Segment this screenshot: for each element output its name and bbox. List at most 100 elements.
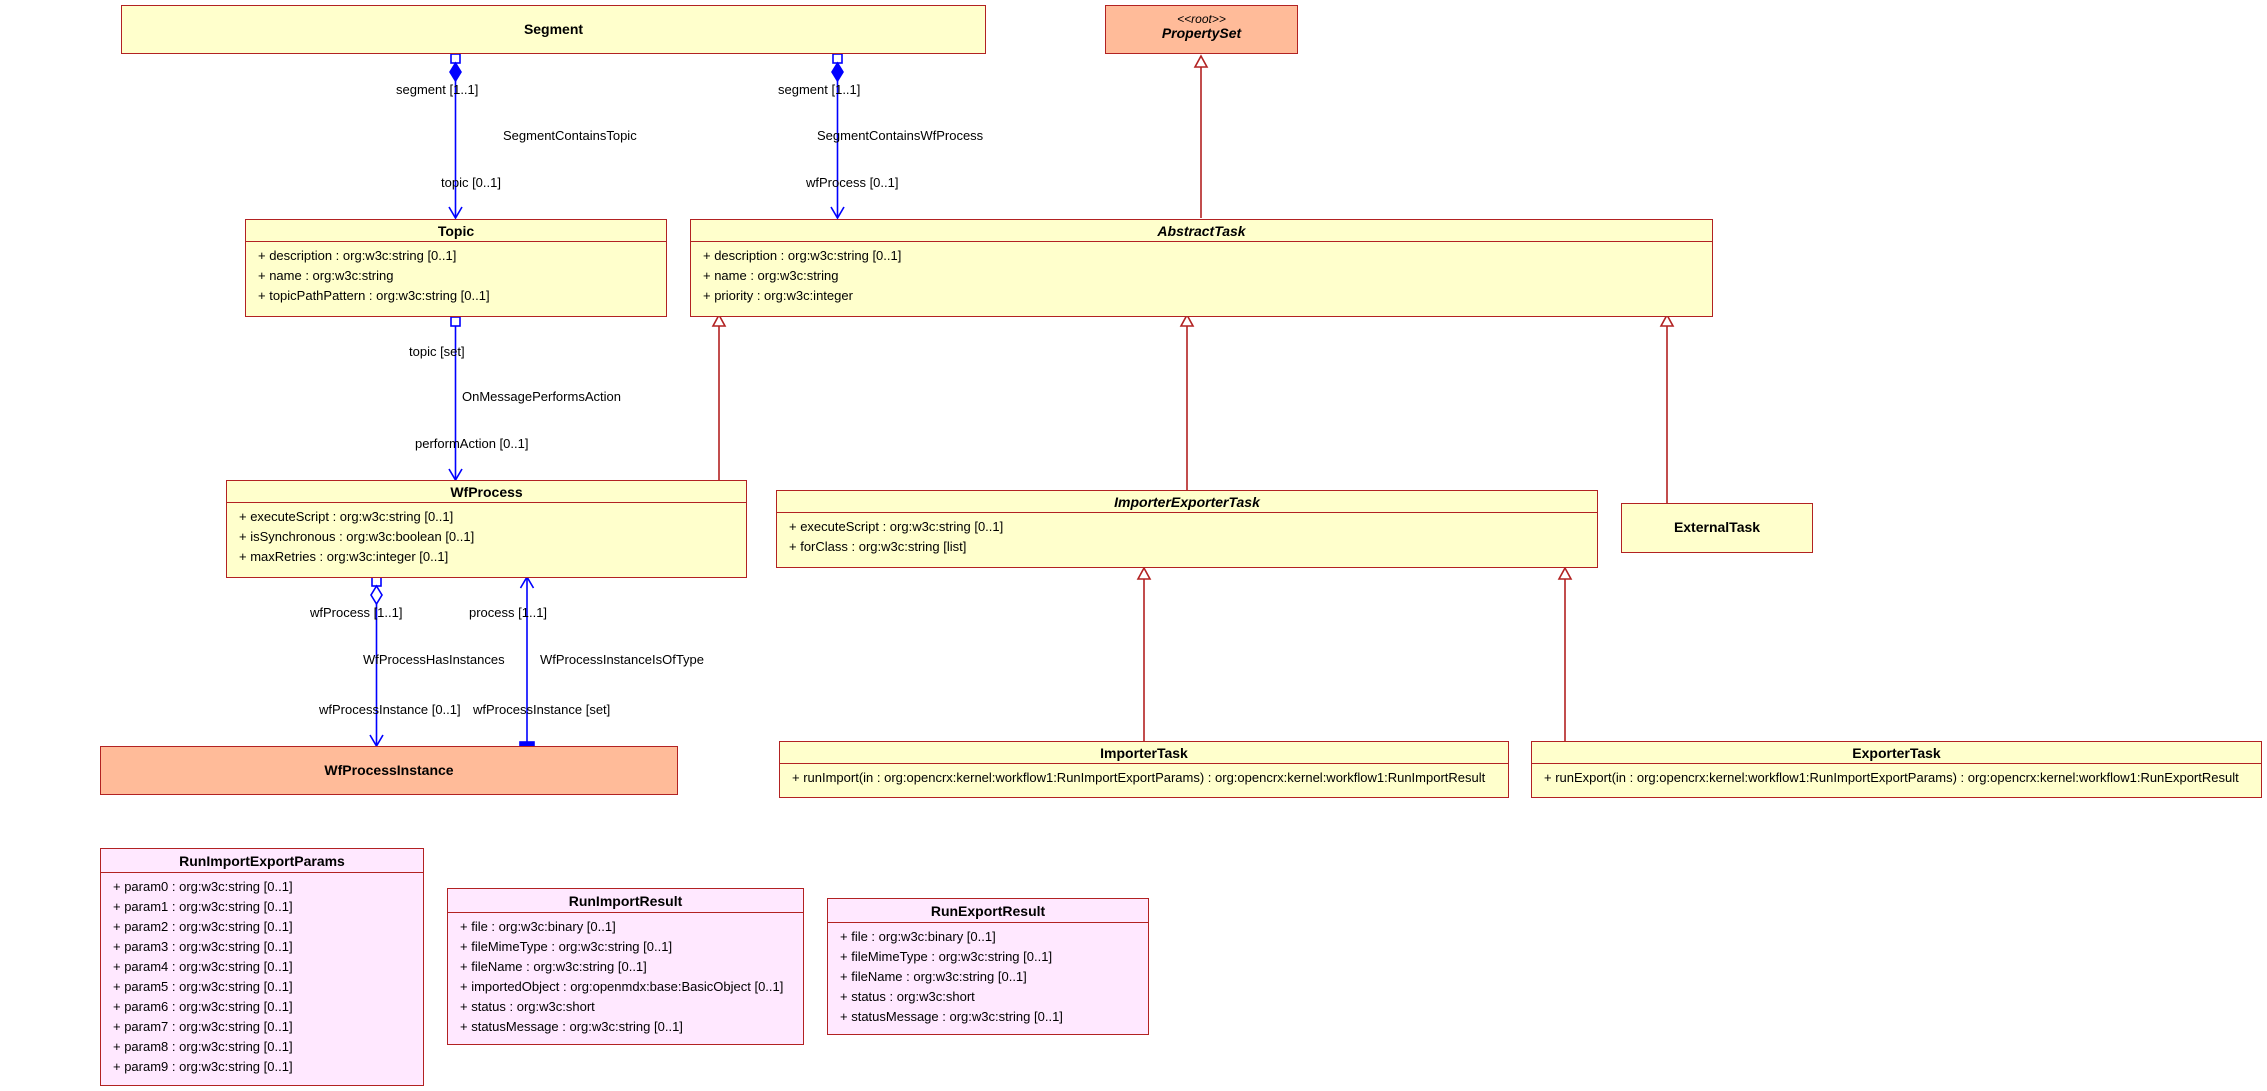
class-property-set[interactable]: <<root>> PropertySet [1105,5,1298,54]
role-label: topic [0..1] [441,175,501,190]
attribute: + fileMimeType : org:w3c:string [0..1] [840,949,1053,964]
class-name: RunExportResult [828,899,1148,923]
role-label: segment [1..1] [396,82,479,97]
attribute: + param9 : org:w3c:string [0..1] [113,1059,293,1074]
composition-diamond [449,61,462,83]
stereotype-label: <<root>> [1177,12,1226,26]
association-arrowhead [448,206,463,220]
class-name: RunImportResult [448,889,803,913]
attribute: + statusMessage : org:w3c:string [0..1] [840,1009,1063,1024]
class-name: ExternalTask [1673,519,1761,535]
attribute: + executeScript : org:w3c:string [0..1] [789,519,1004,534]
attribute-list: + executeScript : org:w3c:string [0..1] … [777,513,1597,561]
role-label: wfProcess [1..1] [310,605,403,620]
attribute: + param4 : org:w3c:string [0..1] [113,959,293,974]
generalization-arrowhead [1136,566,1152,580]
operation: + runImport(in : org:opencrx:kernel:work… [792,770,1486,785]
attribute: + name : org:w3c:string [258,268,394,283]
attribute-list: + file : org:w3c:binary [0..1] + fileMim… [828,923,1148,1031]
class-exporter-task[interactable]: ExporterTask + runExport(in : org:opencr… [1531,741,2262,798]
operation-list: + runExport(in : org:opencrx:kernel:work… [1532,764,2261,792]
attribute: + param7 : org:w3c:string [0..1] [113,1019,293,1034]
attribute: + file : org:w3c:binary [0..1] [840,929,996,944]
class-name: WfProcessInstance [324,762,454,778]
class-name: PropertySet [1161,25,1242,41]
association-name-label: WfProcessInstanceIsOfType [540,652,705,667]
attribute: + forClass : org:w3c:string [list] [789,539,967,554]
class-importer-exporter-task[interactable]: ImporterExporterTask + executeScript : o… [776,490,1598,568]
class-topic[interactable]: Topic + description : org:w3c:string [0.… [245,219,667,317]
attribute: + fileName : org:w3c:string [0..1] [460,959,647,974]
aggregation-diamond [370,584,383,606]
class-abstract-task[interactable]: AbstractTask + description : org:w3c:str… [690,219,1713,317]
role-label: process [1..1] [469,605,548,620]
association-arrowhead [830,206,845,220]
class-name: ExporterTask [1532,742,2261,764]
class-name: Topic [246,220,666,242]
attribute-list: + file : org:w3c:binary [0..1] + fileMim… [448,913,803,1041]
attribute-list: + executeScript : org:w3c:string [0..1] … [227,503,746,571]
class-run-export-result[interactable]: RunExportResult + file : org:w3c:binary … [827,898,1149,1035]
class-wf-process-instance[interactable]: WfProcessInstance [100,746,678,795]
attribute-list: + param0 : org:w3c:string [0..1] + param… [101,873,423,1081]
role-label: performAction [0..1] [415,436,529,451]
class-name: ImporterExporterTask [777,491,1597,513]
attribute: + executeScript : org:w3c:string [0..1] [239,509,454,524]
role-label: wfProcessInstance [0..1] [319,702,461,717]
generalization-arrowhead [1193,54,1209,68]
generalization-arrowhead [1557,566,1573,580]
attribute: + file : org:w3c:binary [0..1] [460,919,616,934]
role-label: wfProcessInstance [set] [473,702,611,717]
role-label: segment [1..1] [778,82,861,97]
role-label: topic [set] [409,344,465,359]
class-name: ImporterTask [780,742,1508,764]
class-name-block: <<root>> PropertySet [1106,6,1297,41]
attribute-list: + description : org:w3c:string [0..1] + … [246,242,666,310]
attribute: + param0 : org:w3c:string [0..1] [113,879,293,894]
association-edges [369,53,845,748]
attribute: + maxRetries : org:w3c:integer [0..1] [239,549,449,564]
class-name: RunImportExportParams [101,849,423,873]
attribute: + description : org:w3c:string [0..1] [258,248,457,263]
attribute: + fileName : org:w3c:string [0..1] [840,969,1027,984]
association-name-label: SegmentContainsWfProcess [817,128,984,143]
generalization-arrowhead [1659,313,1675,327]
class-run-import-result[interactable]: RunImportResult + file : org:w3c:binary … [447,888,804,1045]
class-importer-task[interactable]: ImporterTask + runImport(in : org:opencr… [779,741,1509,798]
class-name: AbstractTask [691,220,1712,242]
attribute: + statusMessage : org:w3c:string [0..1] [460,1019,683,1034]
class-name: WfProcess [227,481,746,503]
class-external-task[interactable]: ExternalTask [1621,503,1813,553]
class-wf-process[interactable]: WfProcess + executeScript : org:w3c:stri… [226,480,747,578]
attribute: + param8 : org:w3c:string [0..1] [113,1039,293,1054]
association-end-square [450,316,461,327]
attribute: + isSynchronous : org:w3c:boolean [0..1] [239,529,475,544]
operation-list: + runImport(in : org:opencrx:kernel:work… [780,764,1508,792]
association-name-label: OnMessagePerformsAction [462,389,621,404]
attribute: + fileMimeType : org:w3c:string [0..1] [460,939,673,954]
operation: + runExport(in : org:opencrx:kernel:work… [1544,770,2239,785]
generalization-edges [711,54,1675,741]
generalization-arrowhead [711,313,727,327]
attribute: + description : org:w3c:string [0..1] [703,248,902,263]
class-name: Segment [523,21,584,37]
attribute: + name : org:w3c:string [703,268,839,283]
attribute: + topicPathPattern : org:w3c:string [0..… [258,288,490,303]
generalization-arrowhead [1179,313,1195,327]
attribute: + param6 : org:w3c:string [0..1] [113,999,293,1014]
composition-diamond [831,61,844,83]
association-name-label: SegmentContainsTopic [503,128,637,143]
attribute: + status : org:w3c:short [460,999,595,1014]
class-run-import-export-params[interactable]: RunImportExportParams + param0 : org:w3c… [100,848,424,1086]
attribute-list: + description : org:w3c:string [0..1] + … [691,242,1712,310]
attribute: + param2 : org:w3c:string [0..1] [113,919,293,934]
attribute: + param3 : org:w3c:string [0..1] [113,939,293,954]
class-segment[interactable]: Segment [121,5,986,54]
attribute: + status : org:w3c:short [840,989,975,1004]
attribute: + importedObject : org:openmdx:base:Basi… [460,979,784,994]
attribute: + param1 : org:w3c:string [0..1] [113,899,293,914]
attribute: + param5 : org:w3c:string [0..1] [113,979,293,994]
association-name-label: WfProcessHasInstances [363,652,505,667]
role-label: wfProcess [0..1] [806,175,899,190]
